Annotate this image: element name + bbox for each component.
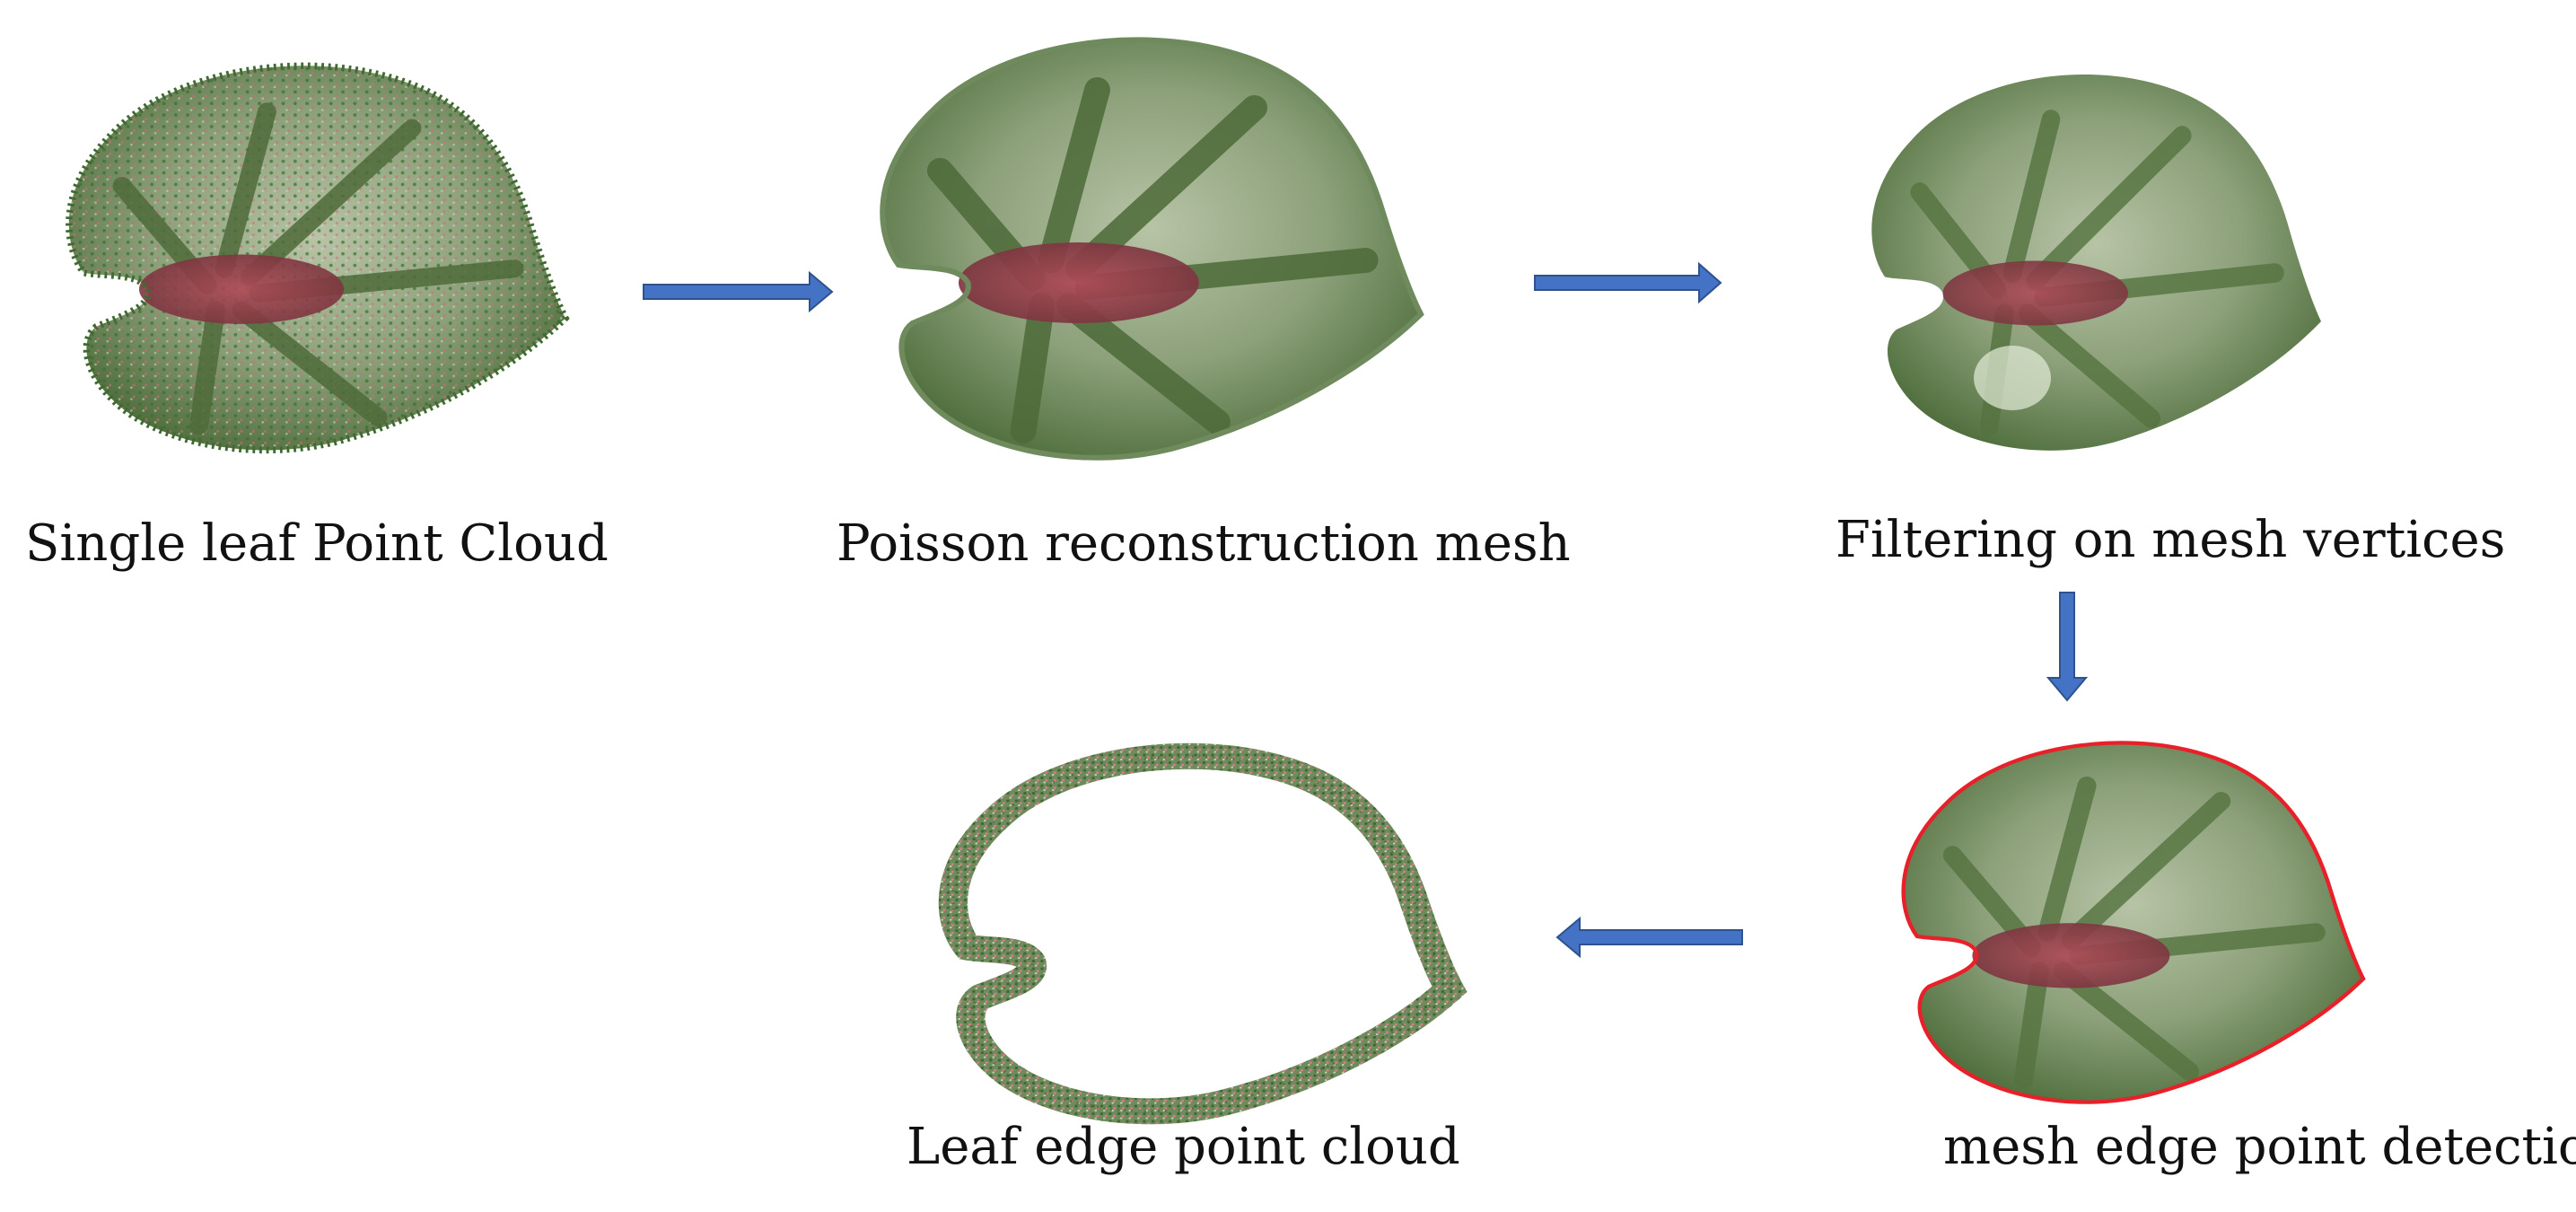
point-cloud-leaf-image xyxy=(69,66,565,450)
poisson-mesh-leaf-image xyxy=(882,40,1421,457)
arrow-right-icon xyxy=(643,270,834,313)
caption-filtered-mesh: Filtering on mesh vertices xyxy=(1836,511,2506,569)
arrow-down-icon xyxy=(2046,592,2089,702)
edge-detection-leaf-image xyxy=(1904,742,2363,1102)
edge-cloud-leaf-image xyxy=(953,756,1450,1111)
arrow-right-icon xyxy=(1534,261,1722,304)
arrow-left-icon xyxy=(1555,916,1743,959)
caption-poisson-mesh: Poisson reconstruction mesh xyxy=(837,514,1571,573)
caption-point-cloud: Single leaf Point Cloud xyxy=(25,514,609,573)
caption-edge-detection: mesh edge point detection xyxy=(1943,1118,2576,1176)
filtered-mesh-leaf-image xyxy=(1871,74,2321,451)
caption-edge-cloud: Leaf edge point cloud xyxy=(907,1118,1460,1176)
